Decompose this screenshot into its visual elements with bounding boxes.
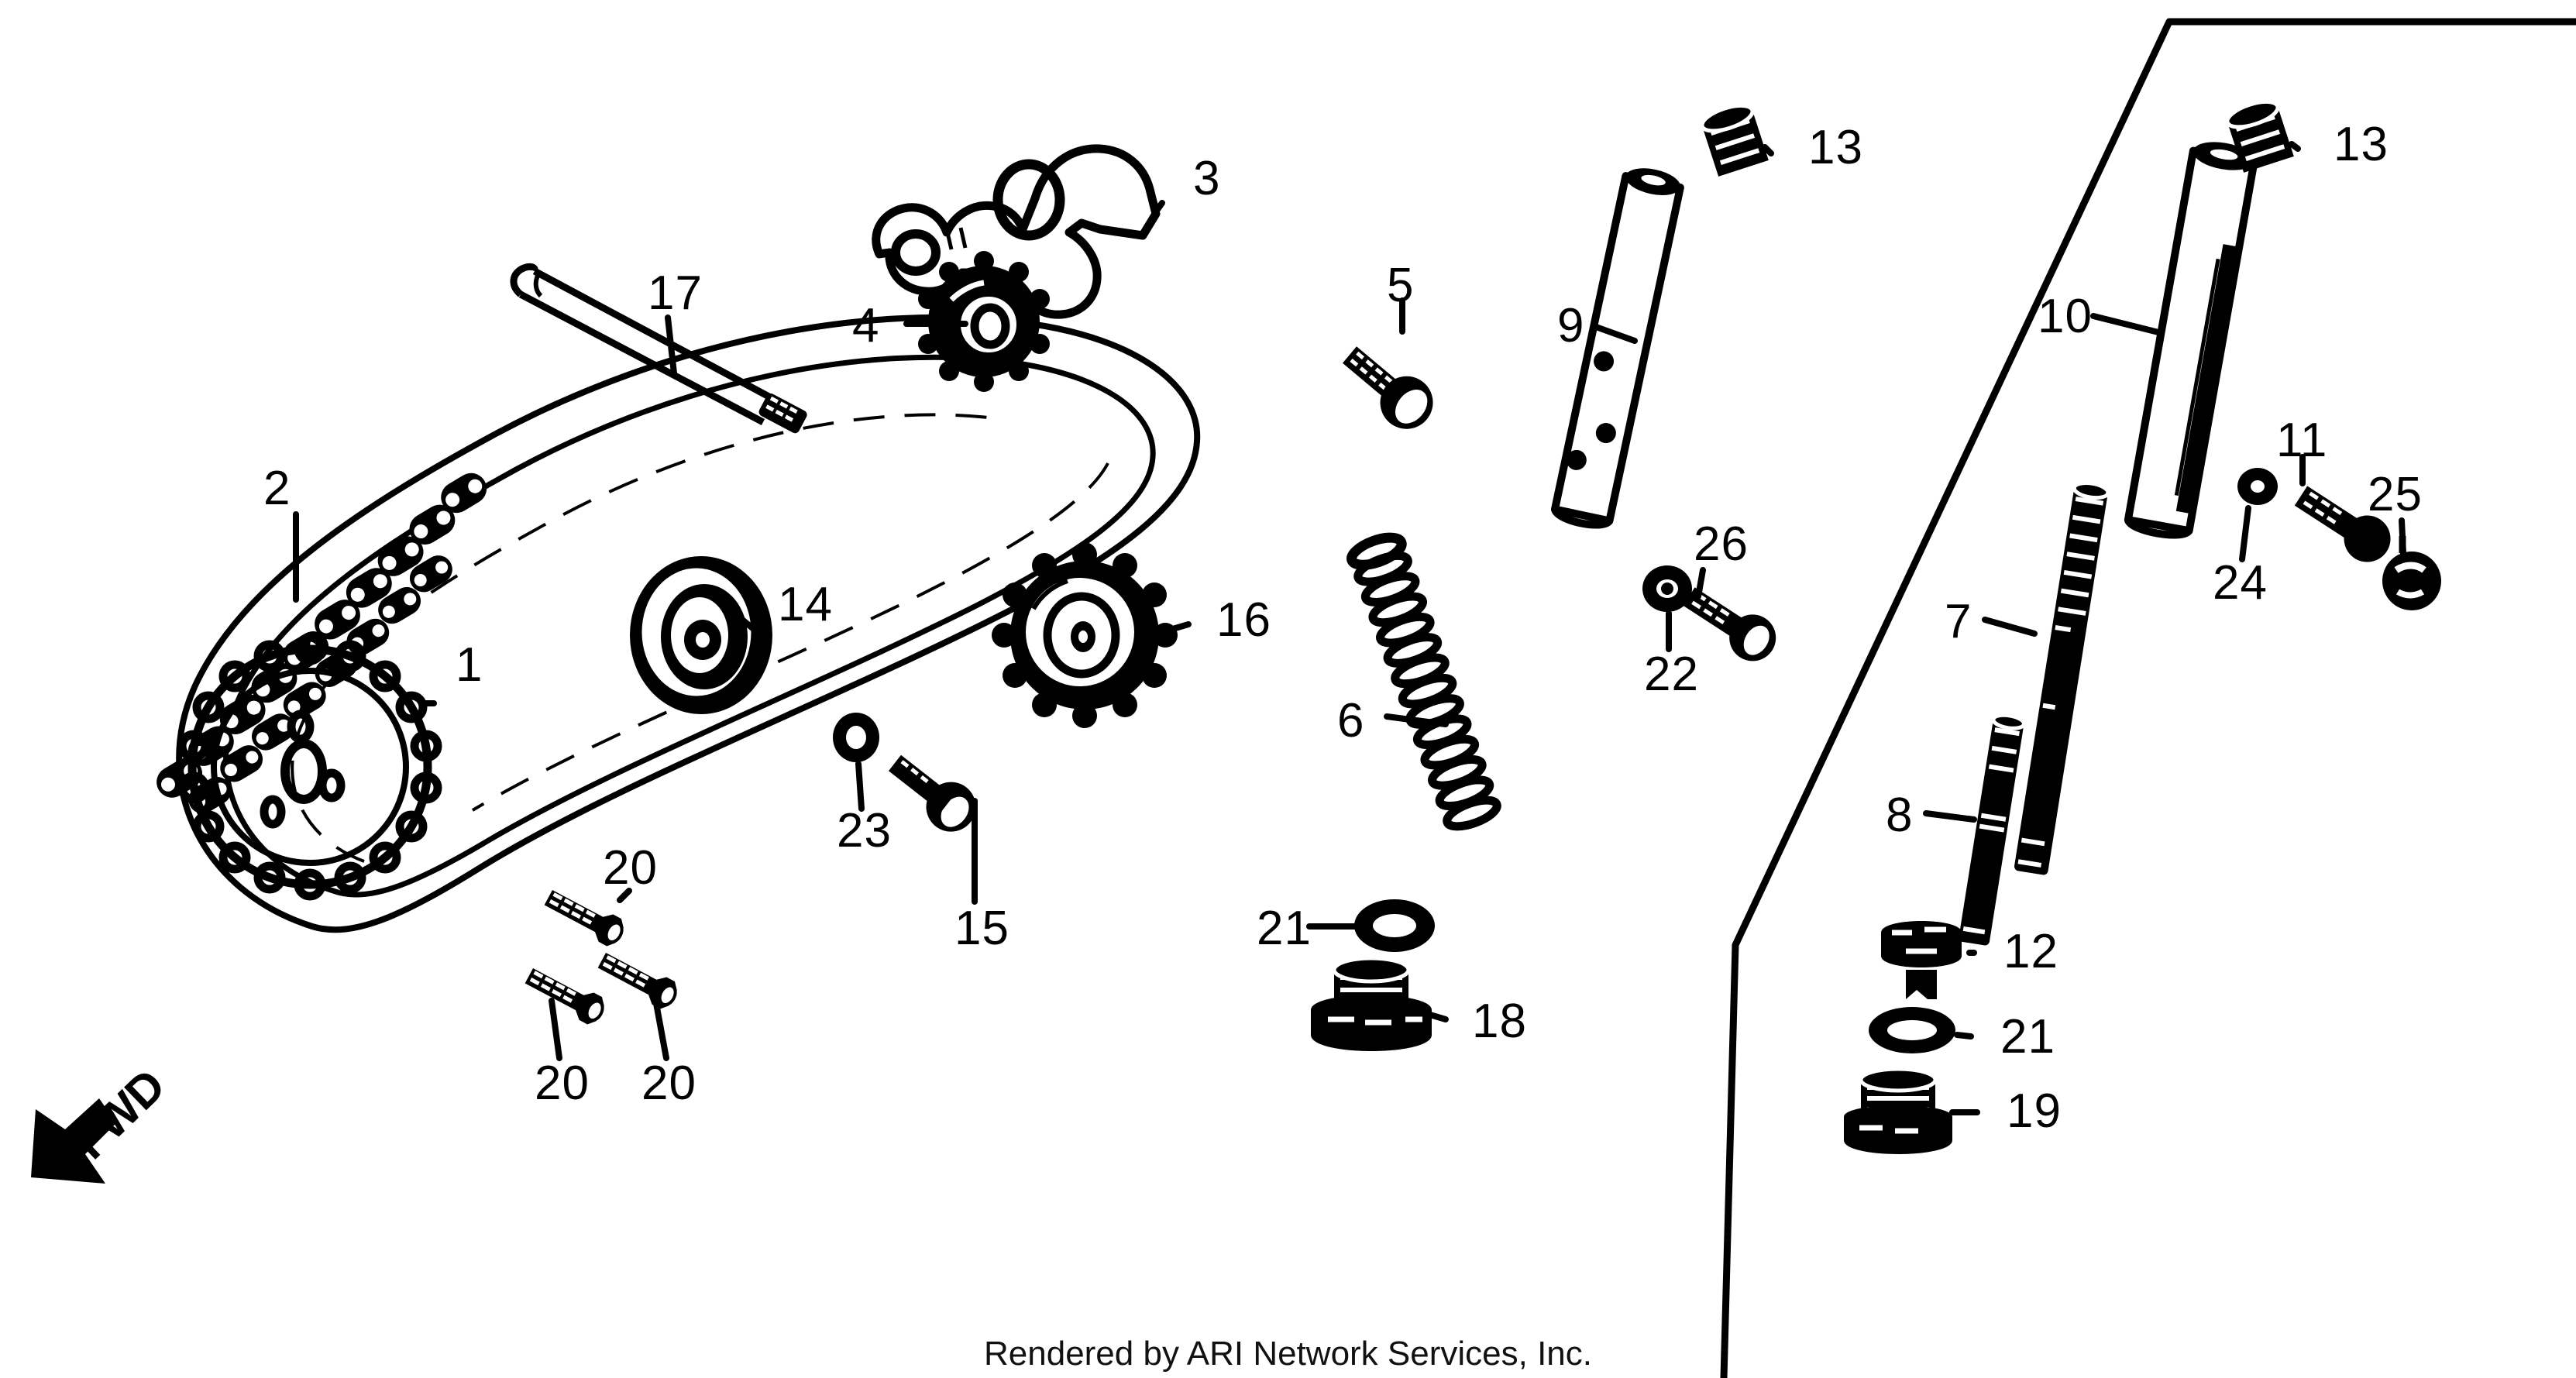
tensioner-spring-part-6 [1346,532,1501,831]
callout-13-right: 13 [2334,118,2389,171]
callout-18: 18 [1472,995,1527,1048]
chain-links [156,473,487,814]
pivot-bolt-part-11 [2294,486,2391,562]
guide-tube-part-9 [1550,168,1684,529]
callout-10: 10 [2038,290,2093,343]
flange-bolt-part-20-b [594,947,680,1012]
flange-bolt-part-5 [1343,346,1433,429]
fwd-arrow-icon [31,1098,116,1184]
callout-20-b: 20 [535,1057,590,1110]
threaded-rod-part-7 [2014,481,2110,875]
callout-20-c: 20 [641,1057,696,1110]
callout-16: 16 [1216,593,1271,647]
callout-26: 26 [1694,517,1749,571]
fwd-label: FWD [64,1059,175,1169]
tensioner-bolt-part-26 [1683,587,1776,662]
callout-23: 23 [837,804,892,857]
chain-roller-part-14 [630,556,772,714]
callout-2: 2 [263,462,291,515]
fwd-orientation-marker: FWD [15,1060,209,1207]
callout-9: 9 [1557,299,1585,352]
callout-20-a: 20 [603,841,658,895]
plain-washer-part-23 [833,713,879,762]
callout-6: 6 [1337,694,1365,747]
dowel-pin-part-24 [2237,468,2278,505]
callout-11: 11 [2276,414,2328,467]
push-rod-part-17 [510,263,807,434]
callout-8: 8 [1886,789,1914,842]
sealing-bolt-part-18 [1311,956,1432,1051]
callout-22: 22 [1644,648,1699,701]
callout-17: 17 [648,266,703,320]
callout-21-left: 21 [1257,902,1312,955]
render-credit-footer: Rendered by ARI Network Services, Inc. [984,1335,1592,1373]
callout-3: 3 [1193,152,1221,205]
tensioner-sprocket-part-4 [918,251,1050,392]
callout-15: 15 [954,902,1009,955]
lock-nut-part-13-right [2225,99,2294,173]
threaded-rod-part-8 [1959,713,2026,946]
shoulder-bolt-part-15 [888,754,976,832]
callout-24: 24 [2213,556,2268,610]
callout-21-right: 21 [2000,1010,2055,1064]
callout-14: 14 [778,578,833,631]
drive-sprocket-part-1 [177,633,442,901]
flange-bolt-part-20-c [521,962,607,1028]
driven-sprocket-part-16 [992,542,1178,728]
drain-plug-part-19 [1844,1067,1952,1154]
callout-12: 12 [2003,925,2058,978]
ball-plug-part-25 [2382,536,2441,610]
cap-fitting-part-12 [1881,921,1962,999]
callout-25: 25 [2368,468,2423,521]
small-washer-part-22 [1642,565,1692,612]
callout-7: 7 [1945,595,1972,648]
callout-1: 1 [456,638,483,692]
leader-lines [293,141,2406,1115]
callout-13: 13 [1808,121,1863,174]
panel-divider-line [1720,18,2576,1378]
callout-5: 5 [1387,259,1415,312]
lock-nut-part-13-left [1700,103,1769,177]
guide-tube-part-10 [2124,142,2258,539]
sealing-washer-part-21-right [1869,1007,1955,1053]
sealing-washer-part-21-left [1354,899,1435,952]
callout-19: 19 [2007,1084,2062,1138]
callout-4: 4 [852,299,880,352]
